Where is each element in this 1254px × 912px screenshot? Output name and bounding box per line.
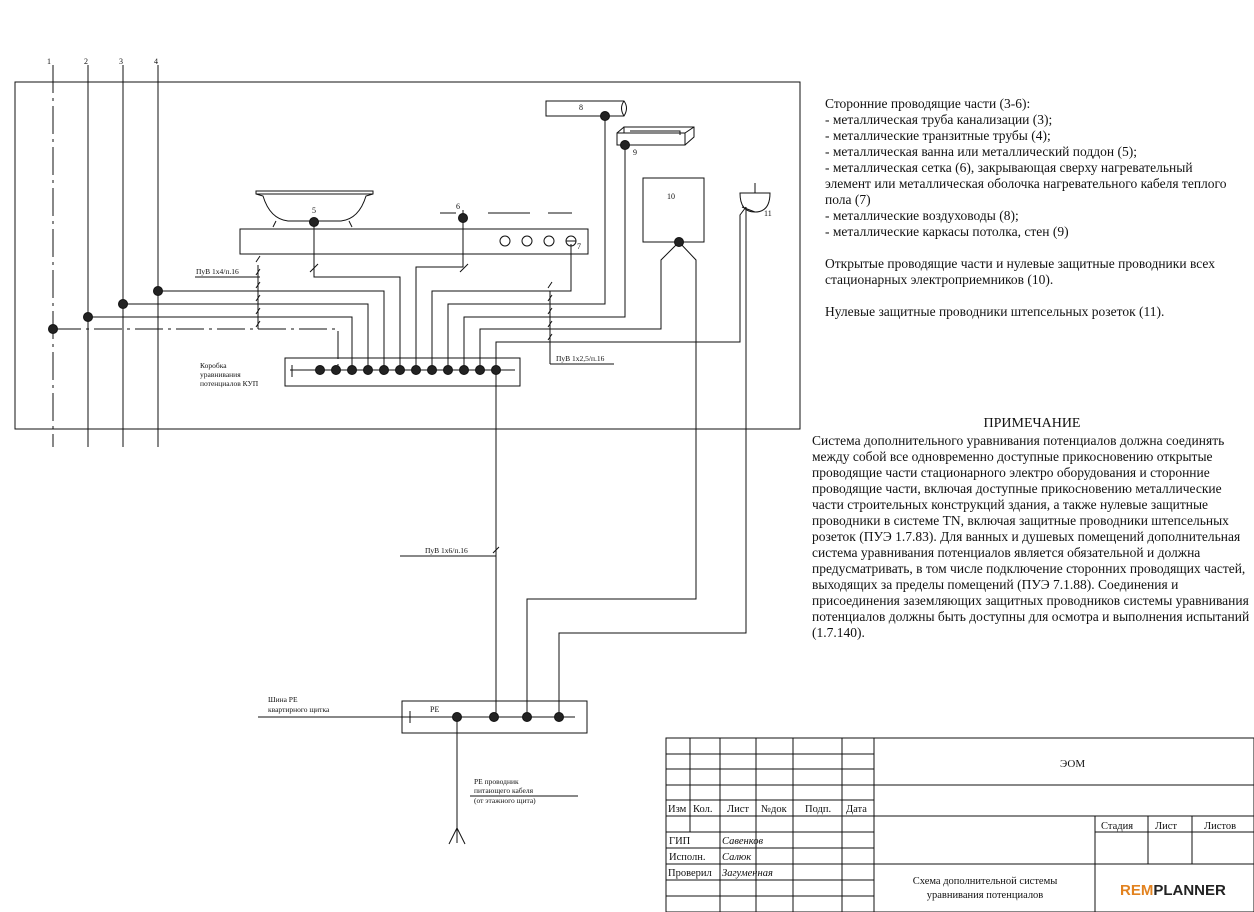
wire-bathtub — [313, 222, 401, 370]
pe-shina-label-2: квартирного щитка — [268, 705, 330, 714]
stamp-header-izm: Изм — [668, 804, 687, 815]
legend-line — [825, 240, 1227, 256]
legend-line: элемент или металлическая оболочка нагре… — [825, 176, 1227, 191]
note-body: Система дополнительного уравнивания поте… — [812, 433, 1250, 640]
stamp-role-gip: ГИП — [669, 836, 691, 847]
legend-line: - металлическая сетка (6), закрывающая с… — [825, 160, 1193, 175]
wire-socket-to-pe — [558, 207, 747, 717]
pe-conductor-label-3: (от этажного щита) — [474, 796, 536, 805]
cable-label-1x6: ПуВ 1х6/п.16 — [425, 546, 468, 555]
wire-floor-heater — [431, 244, 572, 370]
legend-line: пола (7) — [825, 192, 871, 207]
floor-panel-knob-1 — [499, 235, 511, 247]
stamp-role-ispoln: Исполн. — [669, 852, 705, 863]
stamp-code: ЭОМ — [1060, 758, 1085, 770]
pe-conductor-label-2: питающего кабеля — [474, 786, 534, 795]
note-panel: ПРИМЕЧАНИЕ Система дополнительного уравн… — [812, 416, 1252, 641]
riser-2-label: 2 — [84, 57, 88, 66]
stamp-sheets-header: Листов — [1204, 821, 1236, 832]
wire-receiver-to-kup — [479, 241, 680, 370]
bathtub — [255, 190, 374, 228]
wire-frame — [463, 145, 626, 370]
title-block — [665, 737, 1254, 912]
wire-riser-4 — [158, 290, 385, 370]
wire-riser-2 — [88, 316, 353, 370]
label-9: 9 — [633, 148, 637, 157]
label-5: 5 — [312, 206, 316, 215]
riser-3-label: 3 — [119, 57, 123, 66]
stamp-header-list: Лист — [727, 804, 749, 815]
riser-1-label: 1 — [47, 57, 51, 66]
ceiling-frame-profile — [616, 126, 695, 146]
wire-receiver-to-pe — [526, 241, 697, 717]
pe-bus-label: PE — [430, 705, 439, 714]
wire-riser-1 — [53, 328, 339, 370]
cable-label-1x2-5: ПуВ 1х2,5/п.16 — [556, 354, 605, 363]
legend-line: - металлические каркасы потолка, стен (9… — [825, 224, 1069, 239]
legend-line: Нулевые защитные проводники штепсельных … — [825, 304, 1165, 319]
stamp-stage-header: Стадия — [1101, 821, 1133, 832]
socket-symbol — [739, 183, 771, 213]
label-10: 10 — [667, 192, 675, 201]
drawing-title-line1: Схема дополнительной системы — [913, 876, 1058, 887]
legend-line: Сторонние проводящие части (3-6): — [825, 96, 1031, 111]
stamp-name-gip: Савенков — [722, 836, 764, 847]
legend-line — [825, 288, 1227, 304]
note-title: ПРИМЕЧАНИЕ — [983, 416, 1081, 431]
label-6: 6 — [456, 202, 460, 211]
legend-line: стационарных электроприемников (10). — [825, 272, 1054, 287]
stamp-name-ispoln: Салюк — [722, 852, 751, 863]
brand-logo-part1: REM — [1120, 882, 1153, 899]
kup-label-line1: Коробка — [200, 361, 227, 370]
label-11: 11 — [764, 209, 772, 218]
cable-label-1x4: ПуВ 1х4/п.16 — [196, 267, 239, 276]
wire-duct — [447, 116, 606, 370]
brand-logo-part2: PLANNER — [1153, 882, 1226, 899]
stamp-header-podp: Подп. — [805, 804, 831, 815]
electrical-receiver-box — [642, 177, 705, 243]
floor-panel-knob-3 — [543, 235, 555, 247]
stamp-header-ndok: №док — [761, 804, 788, 815]
brand-logo: REMPLANNER — [1120, 882, 1226, 899]
legend-line: - металлическая труба канализации (3); — [825, 112, 1053, 127]
kup-label-line2: уравнивания — [200, 370, 241, 379]
stamp-header-kol: Кол. — [693, 804, 712, 815]
wire-riser-3 — [123, 303, 369, 370]
kup-box — [284, 357, 521, 387]
legend-line: - металлическая ванна или металлический … — [825, 144, 1137, 159]
kup-label-line3: потенциалов КУП — [200, 379, 259, 388]
wire-mesh — [415, 210, 464, 370]
pe-shina-label-1: Шина PE — [268, 695, 298, 704]
heated-floor-panel — [239, 228, 589, 255]
wire-socket-to-kup — [495, 206, 747, 370]
floor-panel-knob-2 — [521, 235, 533, 247]
stamp-name-proveril: Загуменная — [722, 868, 773, 879]
ground-arrow — [448, 826, 466, 845]
stamp-role-proveril: Проверил — [668, 868, 712, 879]
stamp-header-data: Дата — [846, 804, 867, 815]
air-duct — [545, 100, 627, 117]
stamp-sheet-header: Лист — [1155, 821, 1177, 832]
junction-dots — [48, 111, 684, 722]
label-8: 8 — [579, 103, 583, 112]
legend-line: - металлические транзитные трубы (4); — [825, 128, 1051, 143]
room-outline — [14, 81, 801, 430]
legend-panel: Сторонние проводящие части (3-6): - мета… — [825, 96, 1227, 320]
legend-line: Открытые проводящие части и нулевые защи… — [825, 256, 1215, 271]
riser-4-label: 4 — [154, 57, 158, 66]
pe-conductor-label-1: PE проводник — [474, 777, 519, 786]
legend-line: - металлические воздуховоды (8); — [825, 208, 1019, 223]
drawing-title-line2: уравнивания потенциалов — [927, 890, 1044, 901]
label-7: 7 — [577, 242, 581, 251]
